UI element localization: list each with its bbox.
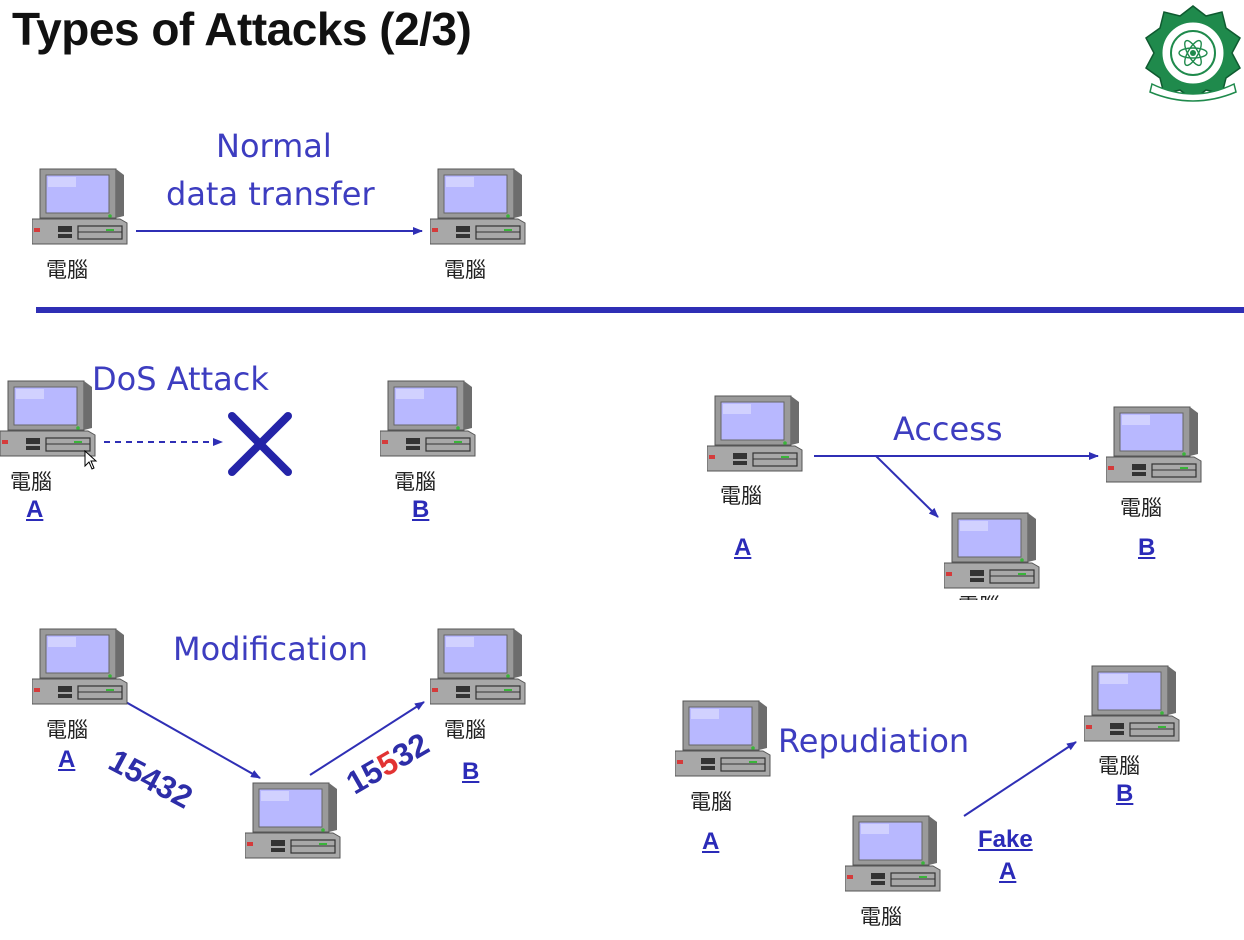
computer-icon [1106,406,1202,486]
computer-label: 電腦 [10,470,52,494]
dos-blocked-x-icon [228,412,292,476]
computer-label: 電腦 [860,905,902,929]
computer-icon [32,628,128,708]
computer-label: 電腦 [444,258,486,282]
modification-node-b-label: B [462,758,480,785]
computer-label: 電腦 [46,258,88,282]
computer-label: 電腦 [1120,496,1162,520]
normal-caption-line2: data transfer [166,175,375,213]
computer-icon [845,815,941,895]
computer-icon [1084,665,1180,745]
computer-icon [32,168,128,248]
computer-icon [675,700,771,780]
computer-label: 電腦 [958,590,1000,600]
access-node-a-label: A [734,534,752,561]
computer-label: 電腦 [394,470,436,494]
fake-a-label-line1: Fake [978,826,1033,853]
computer-icon [944,512,1040,592]
computer-label: 電腦 [46,718,88,742]
mouse-cursor-icon [84,449,98,474]
computer-icon [430,628,526,708]
fake-a-label-line2: A [999,858,1017,885]
computer-icon [245,782,341,862]
page-title: Types of Attacks (2/3) [12,3,472,55]
computer-label: 電腦 [1098,754,1140,778]
computer-icon [0,380,96,460]
repudiation-arrow [963,741,1077,817]
modification-out-arrow [309,701,425,776]
dos-caption: DoS Attack [92,360,269,398]
dos-node-a-label: A [26,496,44,523]
computer-label: 電腦 [690,790,732,814]
access-caption: Access [893,410,1003,448]
dos-node-b-label: B [412,496,430,523]
access-branch-arrow [875,455,939,518]
modification-node-a-label: A [58,746,76,773]
computer-icon [380,380,476,460]
repudiation-caption: Repudiation [778,722,970,760]
repudiation-node-a-label: A [702,828,720,855]
computer-icon [707,395,803,475]
access-node-b-label: B [1138,534,1156,561]
normal-caption-line1: Normal [216,127,332,165]
computer-label: 電腦 [444,718,486,742]
institute-seal-logo [1144,4,1242,102]
repudiation-node-b-label: B [1116,780,1134,807]
computer-label: 電腦 [720,484,762,508]
computer-label-clipped: 電腦 [944,590,1044,600]
modification-in-arrow [123,700,261,779]
computer-icon [430,168,526,248]
modification-caption: Modification [173,630,369,668]
